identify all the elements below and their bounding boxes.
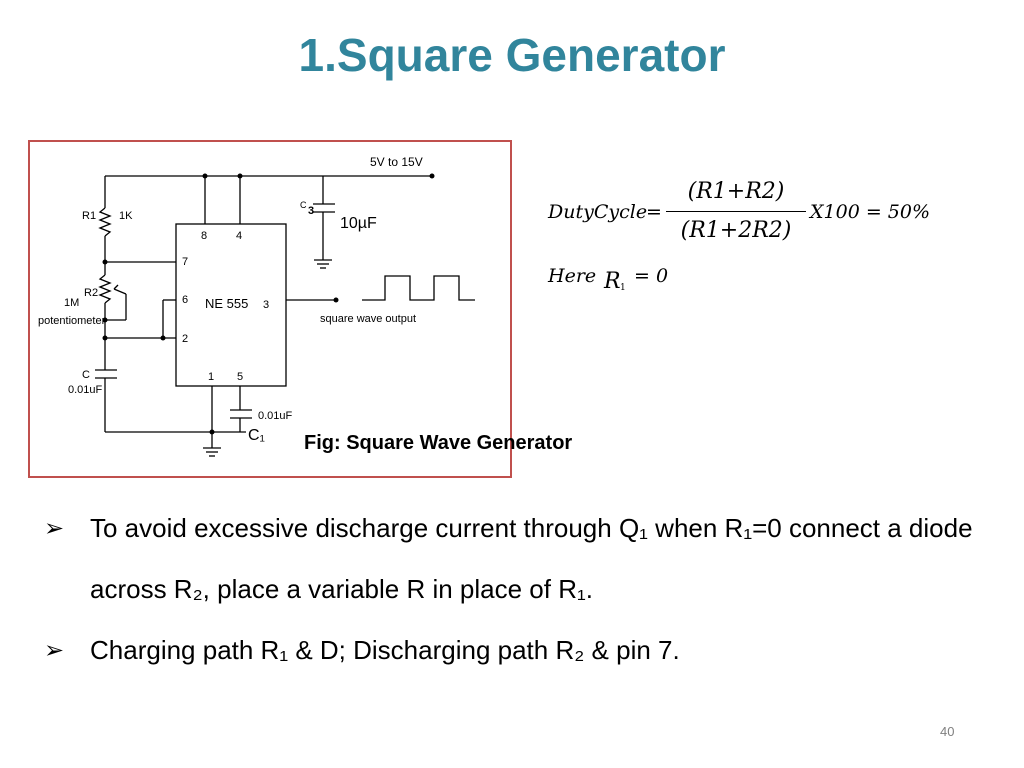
formula-numerator: (R1+R2) bbox=[687, 179, 785, 204]
pin1-label: 1 bbox=[208, 371, 214, 383]
c1-value: 0.01uF bbox=[258, 410, 293, 422]
arrow-bullet-icon: ➢ bbox=[44, 637, 65, 664]
pin6-label: 6 bbox=[182, 294, 188, 306]
bullet-text: To avoid excessive discharge current thr… bbox=[90, 513, 973, 604]
pin5-label: 5 bbox=[237, 371, 243, 383]
r2-type: potentiometer bbox=[38, 315, 106, 327]
formula-r1-sub: 1 bbox=[620, 283, 626, 293]
page-number: 40 bbox=[940, 724, 955, 739]
circuit-frame bbox=[28, 140, 512, 478]
supply-label: 5V to 15V bbox=[370, 155, 423, 169]
formula-eq: = bbox=[646, 201, 662, 223]
bullet-text: Charging path R₁ & D; Discharging path R… bbox=[90, 635, 680, 665]
r1-label: R1 bbox=[82, 210, 96, 222]
fraction-bar bbox=[666, 211, 806, 212]
c3-value: 10µF bbox=[340, 215, 377, 232]
pin3-label: 3 bbox=[263, 299, 269, 311]
formula-r1: R bbox=[604, 269, 621, 294]
ic-name: NE 555 bbox=[205, 296, 248, 311]
r1-value: 1K bbox=[119, 210, 133, 222]
pin4-label: 4 bbox=[236, 230, 242, 242]
formula-times: X100 = 50% bbox=[810, 201, 931, 223]
formula-r1-eq: = 0 bbox=[634, 265, 669, 287]
formula-fraction: (R1+R2) (R1+2R2) bbox=[666, 175, 806, 248]
formula-here: Here bbox=[548, 265, 597, 287]
output-label: square wave output bbox=[320, 313, 416, 325]
duty-cycle-formula: DutyCycle = (R1+R2) (R1+2R2) X100 = 50% … bbox=[548, 175, 968, 305]
formula-denominator: (R1+2R2) bbox=[680, 218, 792, 243]
pin2-label: 2 bbox=[182, 333, 188, 345]
bullet-item: ➢ Charging path R₁ & D; Discharging path… bbox=[44, 620, 984, 681]
c3-label: C bbox=[300, 200, 307, 210]
r2-value: 1M bbox=[64, 297, 79, 309]
figure-caption: Fig: Square Wave Generator bbox=[304, 432, 573, 454]
r2-label: R2 bbox=[84, 287, 98, 299]
arrow-bullet-icon: ➢ bbox=[44, 515, 65, 542]
c-value: 0.01uF bbox=[68, 384, 103, 396]
formula-lhs: DutyCycle bbox=[548, 201, 648, 223]
c-label: C bbox=[82, 369, 90, 381]
square-wave-glyph bbox=[362, 275, 475, 301]
bullet-item: ➢ To avoid excessive discharge current t… bbox=[44, 498, 984, 620]
c1-label: C₁ bbox=[248, 427, 265, 444]
pin8-label: 8 bbox=[201, 230, 207, 242]
slide-title: 1.Square Generator bbox=[298, 29, 726, 81]
c3-sub: 3 bbox=[308, 205, 314, 217]
ic-box bbox=[175, 223, 287, 387]
pin7-label: 7 bbox=[182, 256, 188, 268]
bullet-list: ➢ To avoid excessive discharge current t… bbox=[44, 498, 984, 681]
